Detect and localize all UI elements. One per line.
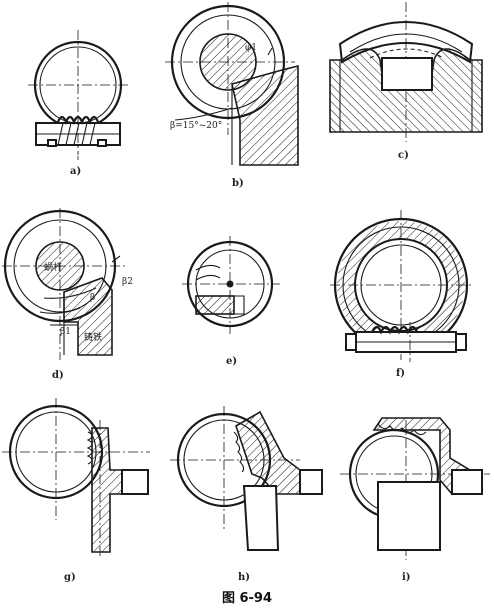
panel-b-label: b) (232, 178, 244, 189)
panel-h-label: h) (238, 572, 250, 583)
panel-d-label: d) (52, 370, 64, 381)
panel-d-drawing (2, 208, 128, 360)
panel-g-label: g) (64, 572, 76, 583)
panel-g-drawing (2, 398, 150, 556)
panel-b-drawing (165, 2, 299, 166)
panel-b-angle-annotation: β=15°~20° (170, 121, 222, 131)
panel-e-drawing (182, 236, 280, 334)
panel-b-phi-label: φ1 (245, 43, 257, 53)
panel-f-drawing (330, 210, 474, 362)
panel-c-label: c) (398, 150, 409, 161)
panel-d-worm-label: 蜗杆 (44, 261, 62, 273)
panel-e-label: e) (226, 356, 237, 367)
panel-i-label: i) (402, 572, 411, 583)
figure-caption: 图 6-94 (222, 591, 272, 606)
panel-a-drawing (28, 30, 130, 160)
panel-d-material-label: 铸铁 (84, 331, 102, 343)
panel-d-beta2-label: β2 (122, 277, 133, 287)
panel-h-drawing (170, 406, 323, 551)
panel-d-beta-label: β (90, 293, 95, 303)
panel-c-drawing (329, 2, 483, 142)
panel-i-drawing (340, 417, 490, 560)
panel-d-beta1-label: β1 (60, 327, 71, 337)
panel-a-label: a) (70, 166, 81, 177)
panel-f-label: f) (396, 368, 405, 379)
